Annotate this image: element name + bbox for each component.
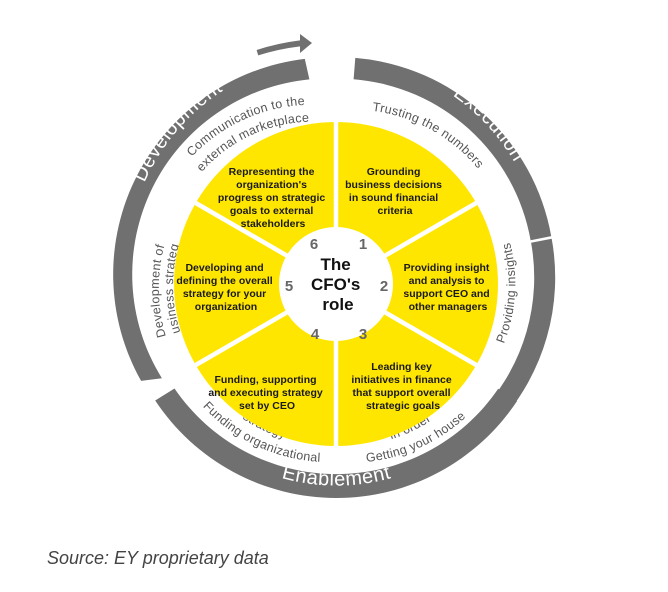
- segment-1-line-4: criteria: [377, 205, 412, 217]
- development-band: [113, 58, 310, 381]
- segment-1-line-3: in sound financial: [349, 192, 438, 204]
- segment-4-line-1: Funding, supporting: [215, 374, 317, 386]
- segment-3-line-3: that support overall: [353, 387, 451, 399]
- segment-6-line-5: stakeholders: [241, 218, 306, 230]
- enablement-label: Enablement: [280, 462, 393, 491]
- segment-5-line-4: organization: [195, 301, 257, 313]
- center-title-line-3: role: [322, 295, 353, 314]
- segment-6-line-4: goals to external: [230, 205, 314, 217]
- segment-number-4: 4: [311, 326, 320, 343]
- segment-3-line-4: strategic goals: [366, 400, 440, 412]
- execution-band-tail: [483, 238, 556, 424]
- segment-text-4: Funding, supporting and executing strate…: [208, 374, 325, 412]
- segment-4-line-2: and executing strategy: [208, 387, 323, 399]
- segment-6-line-1: Representing the: [229, 166, 315, 178]
- segment-5-line-3: strategy for your: [183, 288, 266, 300]
- source-caption: Source: EY proprietary data: [47, 548, 269, 568]
- segment-text-3: Leading key initiatives in finance that …: [351, 361, 454, 412]
- segment-text-1: Grounding business decisions in sound fi…: [345, 166, 445, 217]
- center-title-line-1: The: [321, 255, 351, 274]
- segment-2-line-2: and analysis to: [409, 275, 485, 287]
- segment-2-line-1: Providing insight: [404, 262, 490, 274]
- segment-2-line-3: support CEO and: [403, 288, 489, 300]
- segment-number-3: 3: [359, 326, 367, 343]
- cfo-role-diagram: Execution Development Enablement Trustin…: [0, 0, 556, 498]
- center-title: The CFO's role: [311, 255, 365, 314]
- segment-text-6: Representing the organization's progress…: [218, 166, 328, 230]
- development-arrow-shaft: [256, 40, 301, 56]
- segment-text-2: Providing insight and analysis to suppor…: [403, 262, 492, 313]
- segment-3-line-1: Leading key: [371, 361, 432, 373]
- development-arrow-head: [300, 34, 312, 53]
- enablement-band: [155, 388, 518, 498]
- execution-band: [353, 57, 552, 241]
- segment-1-line-1: Grounding: [367, 166, 421, 178]
- segment-5-line-2: defining the overall: [176, 275, 272, 287]
- segment-4-line-3: set by CEO: [239, 400, 295, 412]
- segment-6-line-3: progress on strategic: [218, 192, 326, 204]
- segment-1-line-2: business decisions: [345, 179, 442, 191]
- segment-3-line-2: initiatives in finance: [351, 374, 452, 386]
- segment-number-2: 2: [380, 278, 388, 295]
- segment-number-1: 1: [359, 236, 367, 253]
- center-circle: [279, 227, 393, 341]
- segment-number-5: 5: [285, 278, 293, 295]
- segment-6-line-2: organization's: [236, 179, 307, 191]
- segment-2-line-4: other managers: [409, 301, 488, 313]
- segment-text-5: Developing and defining the overall stra…: [176, 262, 275, 313]
- center-title-line-2: CFO's: [311, 275, 360, 294]
- segment-number-6: 6: [310, 236, 318, 253]
- segment-5-line-1: Developing and: [185, 262, 263, 274]
